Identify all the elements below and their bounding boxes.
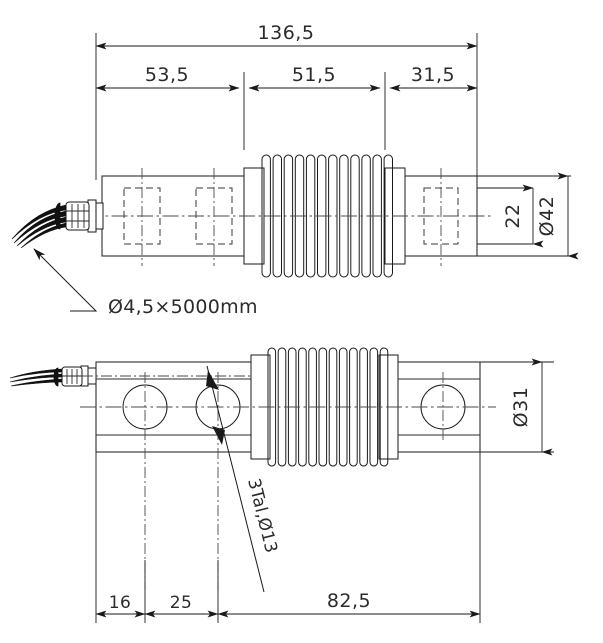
dim-label-edge-to-hole1: 16: [109, 593, 131, 613]
bottom-dimension-block: 16 25 82,5: [95, 452, 481, 623]
cable-strands-side: [11, 204, 67, 249]
dim-label-overall-length: 136,5: [258, 22, 315, 44]
dim-label-hole2-to-hole3: 82,5: [327, 590, 371, 612]
cable-strands-plan: [9, 368, 63, 387]
cable-note-leader: Ø4,5×5000mm: [33, 248, 258, 318]
hole-note-label: 3Tal,Ø13: [243, 476, 281, 555]
side-elevation-view: 22 Ø42 Ø4,5×5000mm: [11, 154, 579, 318]
dim-label-segment-middle: 51,5: [292, 64, 336, 86]
cable-note-label: Ø4,5×5000mm: [108, 296, 258, 318]
plan-view: 3Tal,Ø13 Ø31: [9, 347, 554, 593]
cable-leader-line: [33, 248, 98, 312]
plan-view-vertical-dimension: Ø31: [480, 358, 554, 456]
hole-note-arrow-upper: [206, 370, 219, 390]
top-dimension-block: 136,5 53,5 51,5 31,5: [95, 22, 478, 180]
dim-label-segment-right: 31,5: [411, 64, 455, 86]
dim-label-segment-left: 53,5: [145, 64, 189, 86]
hole-note-leader-line: [206, 365, 265, 593]
dim-label-inner-height: 22: [502, 203, 524, 228]
dim-label-plan-width: Ø31: [510, 387, 532, 428]
dim-label-hole1-to-hole2: 25: [170, 593, 192, 613]
side-view-vertical-dimensions: 22 Ø42: [477, 172, 579, 260]
dim-label-outer-diameter: Ø42: [536, 196, 558, 237]
hole-note-arrow-lower: [212, 426, 225, 445]
